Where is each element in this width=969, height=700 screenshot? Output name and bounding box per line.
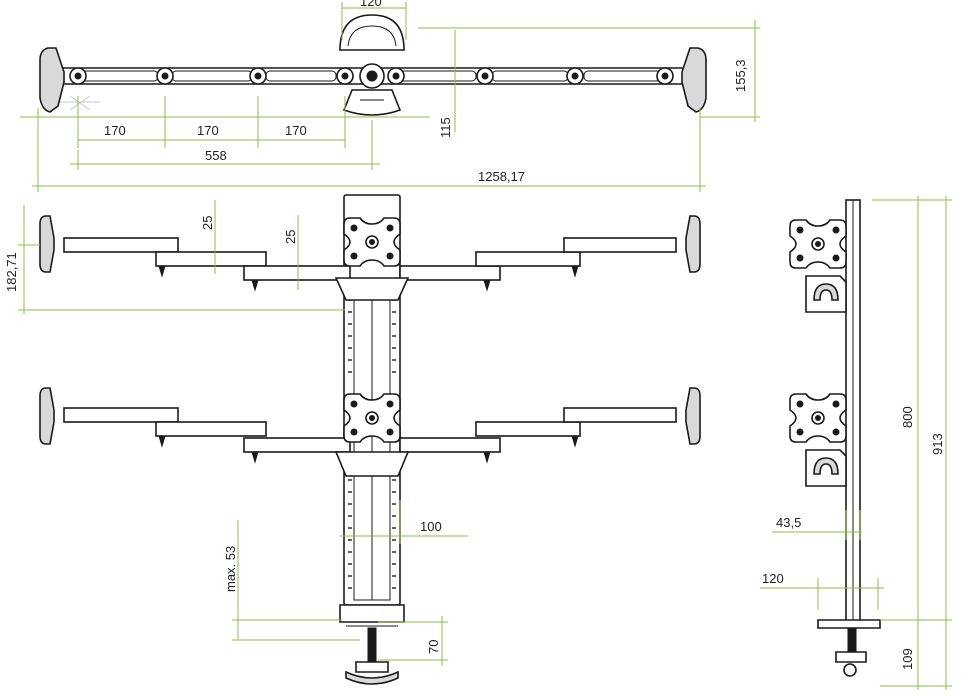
dim-max-53: max. 53 bbox=[223, 546, 238, 592]
dim-offset-25b: 25 bbox=[283, 230, 298, 244]
dim-monitor-spacing: 182,71 bbox=[4, 252, 19, 292]
dim-seg-1: 170 bbox=[104, 123, 126, 138]
dim-clamp-70: 70 bbox=[426, 640, 441, 654]
top-view bbox=[39, 14, 707, 116]
dim-pole-100: 100 bbox=[420, 519, 442, 534]
dim-offset-25a: 25 bbox=[200, 216, 215, 230]
front-view bbox=[39, 194, 701, 685]
side-view-dimensions: 800 913 109 43,5 120 bbox=[760, 196, 952, 690]
dim-side-120: 120 bbox=[762, 571, 784, 586]
dim-total-913: 913 bbox=[930, 433, 945, 455]
dim-height-155: 155,3 bbox=[733, 59, 748, 92]
dim-arm-558: 558 bbox=[205, 148, 227, 163]
side-view bbox=[789, 199, 881, 677]
front-view-dimensions: 182,71 25 25 100 max. 53 70 bbox=[4, 200, 468, 666]
dim-pole-800: 800 bbox=[900, 406, 915, 428]
dim-total-width: 1258,17 bbox=[478, 169, 525, 184]
dim-side-43: 43,5 bbox=[776, 515, 801, 530]
dim-base-109: 109 bbox=[900, 648, 915, 670]
dim-seg-2: 170 bbox=[197, 123, 219, 138]
top-view-dimensions: 120 155,3 115 170 170 170 558 1258,17 bbox=[20, 0, 760, 192]
dim-seg-3: 170 bbox=[285, 123, 307, 138]
dim-top-width: 120 bbox=[360, 0, 382, 9]
dim-height-115: 115 bbox=[438, 117, 453, 138]
